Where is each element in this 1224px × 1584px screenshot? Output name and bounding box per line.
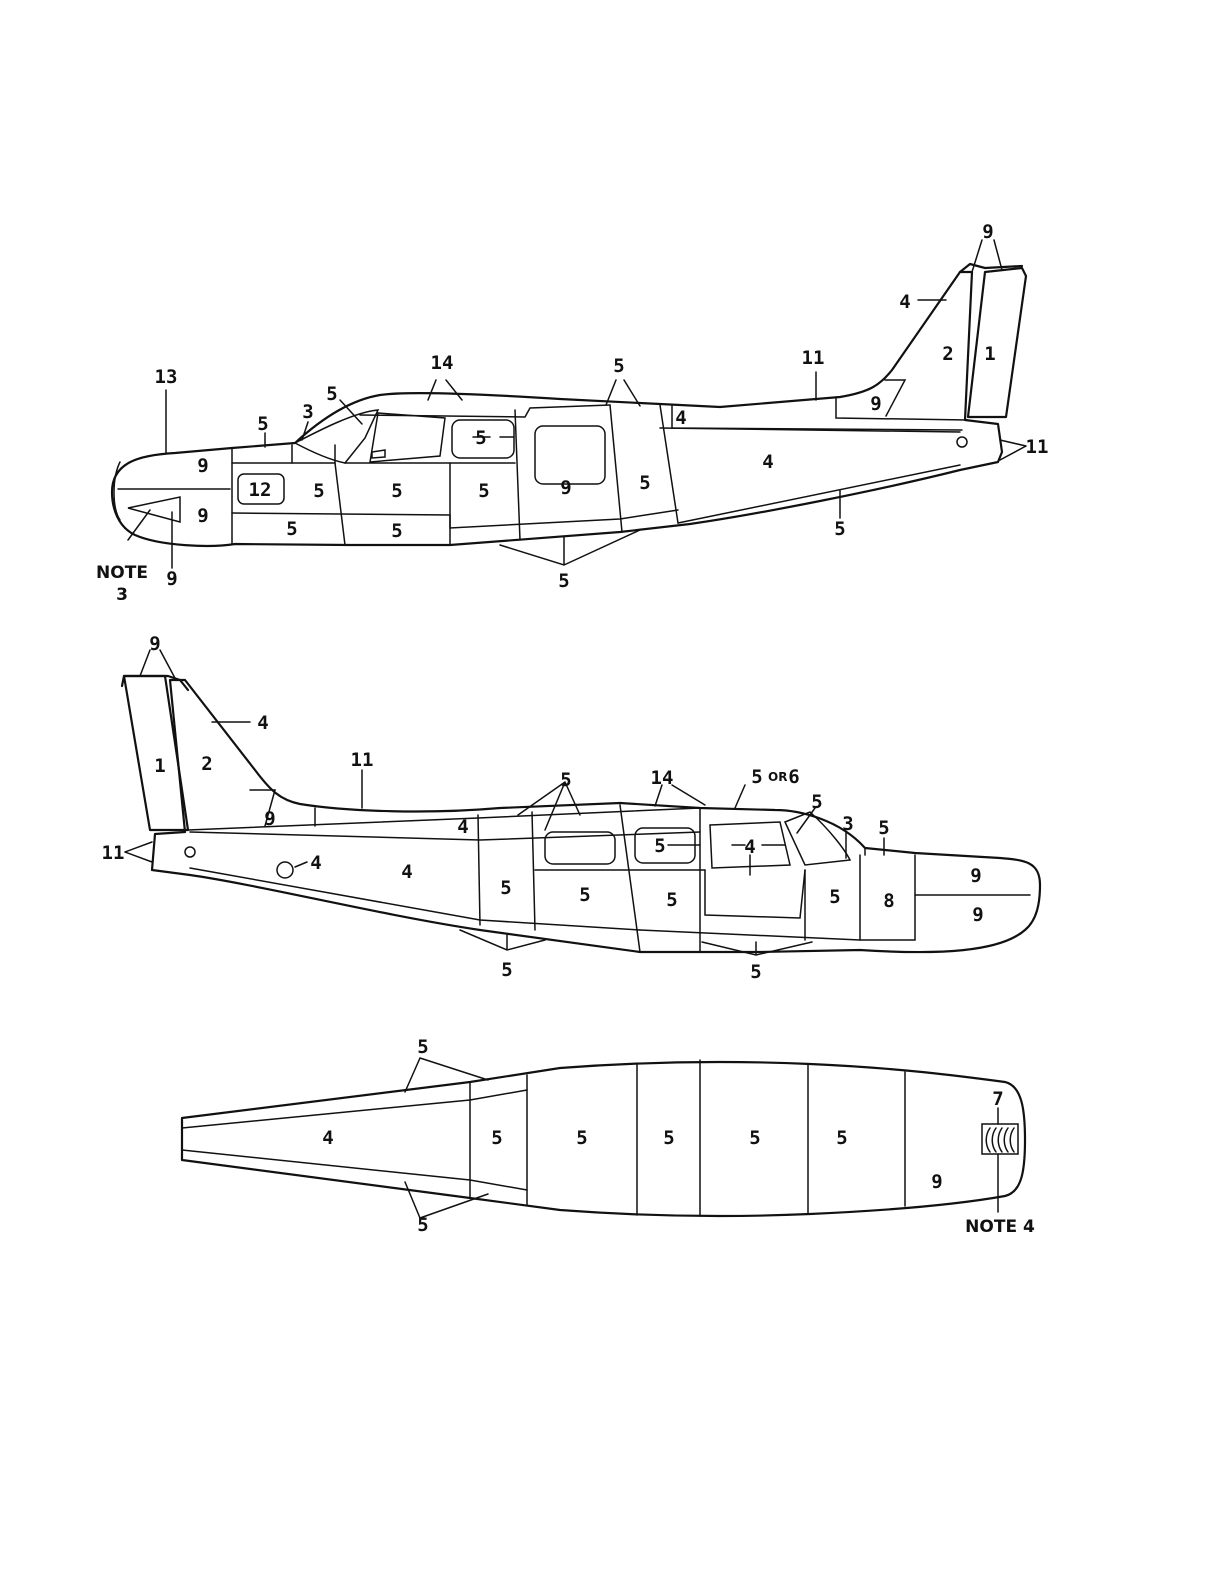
- label: 5: [751, 766, 762, 788]
- label: 9: [166, 568, 177, 590]
- label: 5: [558, 570, 569, 592]
- label: 9: [149, 633, 160, 655]
- right-fuselage-outline: [152, 680, 1040, 952]
- label: 11: [1026, 436, 1049, 458]
- label: 5: [613, 355, 624, 377]
- label: 5: [878, 817, 889, 839]
- label: 4: [675, 407, 686, 429]
- label: 5: [654, 835, 665, 857]
- label: 14: [431, 352, 454, 374]
- label: 5: [391, 520, 402, 542]
- label: 7: [992, 1088, 1003, 1110]
- label: 9: [931, 1171, 942, 1193]
- label: 5: [475, 427, 486, 449]
- label: 4: [899, 291, 910, 313]
- label: 5: [834, 518, 845, 540]
- label: 1: [154, 755, 165, 777]
- right-side-labels: 9 1 2 4 9 11 11 4 4 4 5 5 5 5 5 14 5 OR …: [102, 633, 984, 983]
- bottom-view: [182, 1058, 1025, 1218]
- label: 5: [666, 889, 677, 911]
- label: 5: [836, 1127, 847, 1149]
- label: 4: [257, 712, 268, 734]
- left-fuselage-outline: [112, 272, 1002, 546]
- label: 5: [560, 769, 571, 791]
- label: 5: [500, 877, 511, 899]
- bottom-fuselage-outline: [182, 1062, 1025, 1216]
- label: 5: [750, 961, 761, 983]
- label: 6: [788, 766, 799, 788]
- label: 5: [579, 884, 590, 906]
- label: 3: [842, 813, 853, 835]
- label: 5: [313, 480, 324, 502]
- label: 4: [401, 861, 412, 883]
- label: 14: [651, 767, 674, 789]
- note-4: NOTE 4: [965, 1217, 1035, 1237]
- left-rudder: [968, 268, 1026, 417]
- label: 4: [744, 836, 755, 858]
- label: 9: [197, 455, 208, 477]
- left-side-labels: 13 9 9 12 5 5 5 5 5 5 3 5 14 5 9 5 4 4 5…: [96, 221, 1048, 605]
- label: 5: [326, 383, 337, 405]
- label: 9: [970, 865, 981, 887]
- label: 11: [351, 749, 374, 771]
- label: 9: [870, 393, 881, 415]
- label: 5: [491, 1127, 502, 1149]
- label: 5: [257, 413, 268, 435]
- label: 4: [322, 1127, 333, 1149]
- label: 5: [501, 959, 512, 981]
- note-3-line1: NOTE: [96, 563, 148, 583]
- label: 2: [942, 343, 953, 365]
- note-3-line2: 3: [116, 585, 128, 605]
- right-side-view: [122, 650, 1040, 955]
- label: 5: [663, 1127, 674, 1149]
- label: 5: [478, 480, 489, 502]
- label: 9: [264, 808, 275, 830]
- label-or: OR: [768, 770, 787, 784]
- label: 9: [560, 477, 571, 499]
- label: 8: [883, 890, 894, 912]
- label: 13: [155, 366, 178, 388]
- label: 11: [102, 842, 125, 864]
- right-rudder: [124, 676, 188, 830]
- label: 5: [417, 1036, 428, 1058]
- label: 2: [201, 753, 212, 775]
- label: 5: [576, 1127, 587, 1149]
- label: 4: [310, 852, 321, 874]
- label: 5: [639, 472, 650, 494]
- label: 9: [197, 505, 208, 527]
- label: 1: [984, 343, 995, 365]
- label: 4: [762, 451, 773, 473]
- label: 5: [749, 1127, 760, 1149]
- label: 5: [811, 791, 822, 813]
- label: 5: [286, 518, 297, 540]
- label: 11: [802, 347, 825, 369]
- label: 9: [972, 904, 983, 926]
- label: 4: [457, 816, 468, 838]
- label: 3: [302, 401, 313, 423]
- right-tail-cap: [122, 676, 188, 690]
- label: 5: [391, 480, 402, 502]
- left-side-view: [112, 240, 1026, 568]
- label: 9: [982, 221, 993, 243]
- label: 12: [249, 479, 272, 501]
- label: 5: [417, 1214, 428, 1236]
- label: 5: [829, 886, 840, 908]
